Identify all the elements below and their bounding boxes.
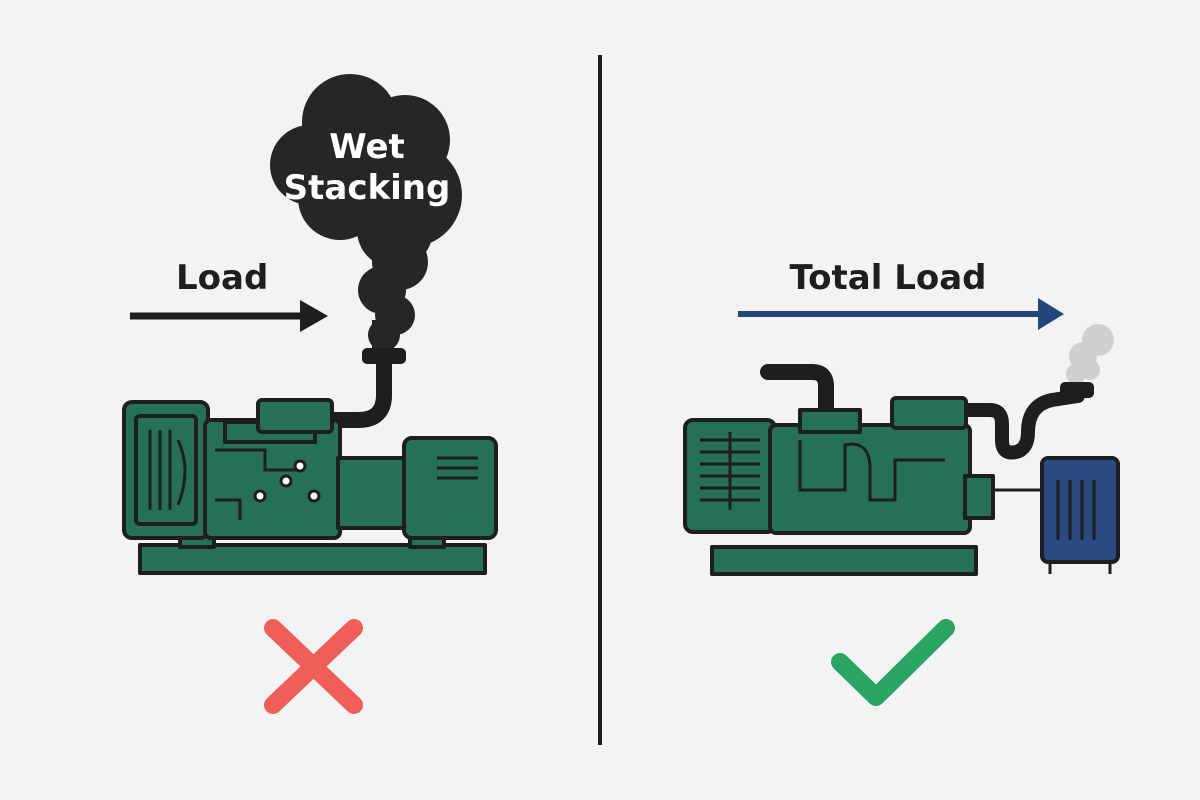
check-icon	[831, 619, 955, 706]
cloud-text-line1: Wet	[329, 127, 405, 167]
right-panel: Total Load	[683, 258, 1120, 706]
left-load-label: Load	[176, 258, 268, 298]
left-generator-details	[148, 430, 478, 520]
wet-stacking-smoke-cloud	[270, 74, 462, 351]
right-generator-details	[700, 432, 1112, 574]
cross-icon	[264, 619, 363, 714]
right-generator	[683, 364, 1120, 576]
left-generator	[122, 348, 498, 575]
right-total-load-arrow	[738, 298, 1064, 330]
light-exhaust-smoke	[1066, 324, 1114, 384]
cloud-text-line2: Stacking	[284, 168, 451, 208]
right-total-load-label: Total Load	[789, 258, 986, 298]
left-load-arrow	[130, 300, 328, 332]
left-panel: Load Wet Stacking	[122, 74, 498, 714]
